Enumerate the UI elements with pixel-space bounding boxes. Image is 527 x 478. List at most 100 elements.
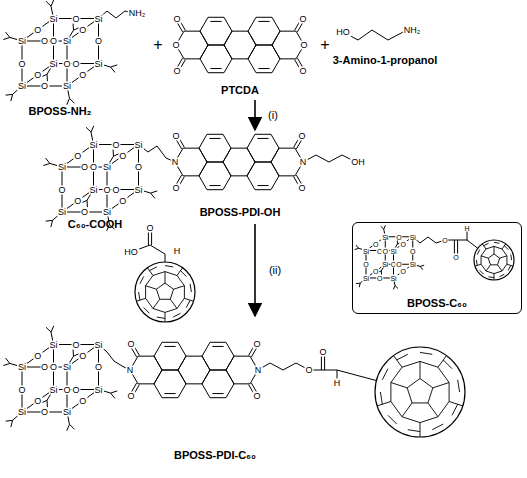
compound-name: BPOSS-C₆₀	[405, 297, 469, 309]
bond	[420, 237, 428, 243]
bond	[209, 138, 220, 139]
atom-label: O	[452, 254, 459, 261]
aromatic-ring	[154, 342, 186, 370]
bond	[111, 393, 115, 398]
atom-label: O	[78, 351, 87, 360]
atom-label: O	[372, 268, 379, 275]
bond	[283, 363, 296, 370]
aromatic-ring	[154, 370, 186, 398]
compound-name: BPOSS-PDI-OH	[200, 207, 281, 218]
bond	[381, 226, 384, 229]
atom-label: Si	[93, 59, 103, 68]
bond	[67, 424, 70, 430]
atom-label: Si	[381, 261, 389, 268]
bond	[372, 30, 388, 40]
atom-label: O	[297, 132, 306, 141]
bond	[359, 283, 360, 287]
atom-label: Si	[88, 140, 98, 149]
bond	[151, 191, 158, 193]
atom-label: O	[94, 37, 103, 46]
atom-label: H	[463, 225, 470, 232]
atom-label: O	[299, 41, 308, 50]
bond	[3, 363, 10, 365]
aromatic-ring	[130, 356, 162, 384]
atom-label: O	[33, 351, 42, 360]
atom-label: Si	[362, 275, 370, 282]
atom-label: Si	[17, 408, 27, 417]
bond	[69, 98, 74, 103]
atom-label: Si	[389, 275, 397, 282]
bond	[46, 158, 50, 163]
atom-label: O	[80, 163, 89, 172]
bond	[209, 185, 220, 186]
bond	[111, 67, 115, 72]
atom-label: O	[17, 59, 26, 68]
atom-label: O	[362, 261, 369, 268]
bond	[73, 349, 74, 356]
bond	[111, 391, 118, 393]
bond	[47, 74, 48, 81]
aromatic-ring	[224, 31, 256, 59]
plus-sign: +	[153, 37, 162, 53]
atom-label: O	[304, 366, 313, 375]
bond	[150, 245, 165, 254]
bond	[384, 225, 386, 229]
fullerene	[375, 347, 465, 437]
atom-label: O	[40, 363, 49, 372]
atom-label: O	[118, 151, 127, 160]
bond	[358, 30, 372, 40]
atom-label: H	[173, 247, 182, 256]
bond	[3, 37, 10, 39]
atom-label: Si	[57, 163, 67, 172]
atom-label: Si	[62, 408, 72, 417]
bond	[11, 94, 13, 101]
atom-label: O	[399, 268, 406, 275]
bond	[428, 237, 436, 243]
bond	[91, 126, 94, 132]
bond	[51, 326, 54, 332]
bond	[87, 200, 88, 207]
atom-label: O	[71, 340, 80, 349]
bond	[164, 393, 175, 394]
atom-label: O	[409, 247, 416, 254]
bond	[6, 358, 10, 363]
bond	[355, 248, 359, 249]
atom-label: HO	[123, 248, 139, 257]
bond	[316, 155, 329, 162]
bond	[393, 286, 395, 290]
bond	[356, 245, 359, 248]
atom-label: O	[102, 185, 111, 194]
aromatic-ring	[199, 134, 231, 162]
atom-label: O	[111, 140, 120, 149]
bond	[107, 11, 116, 18]
atom-label: O	[126, 391, 135, 400]
bond	[420, 265, 424, 266]
compound-name: PTCDA	[221, 85, 259, 96]
reaction-arrow	[254, 100, 256, 130]
bond	[329, 155, 342, 162]
atom-label: O	[382, 247, 389, 254]
atom-label: Si	[57, 208, 67, 217]
bond	[270, 363, 283, 370]
bond	[46, 327, 51, 332]
bond	[46, 1, 51, 6]
bond	[337, 370, 378, 381]
bond	[73, 23, 74, 30]
atom-label: O	[399, 240, 406, 247]
atom-label: Si	[93, 14, 103, 23]
atom-label: OH	[350, 158, 366, 167]
atom-label: O	[298, 66, 307, 75]
bond	[69, 424, 74, 429]
bond	[111, 65, 118, 67]
atom-label: O	[73, 196, 82, 205]
atom-label: Si	[409, 261, 417, 268]
fullerene	[135, 262, 195, 322]
aromatic-ring	[200, 17, 232, 45]
bond	[6, 32, 10, 37]
atom-label: O	[40, 37, 49, 46]
plus-sign: +	[320, 37, 329, 53]
bond	[107, 352, 114, 361]
bond	[47, 400, 48, 407]
aromatic-ring	[248, 17, 280, 45]
bond	[258, 21, 269, 22]
